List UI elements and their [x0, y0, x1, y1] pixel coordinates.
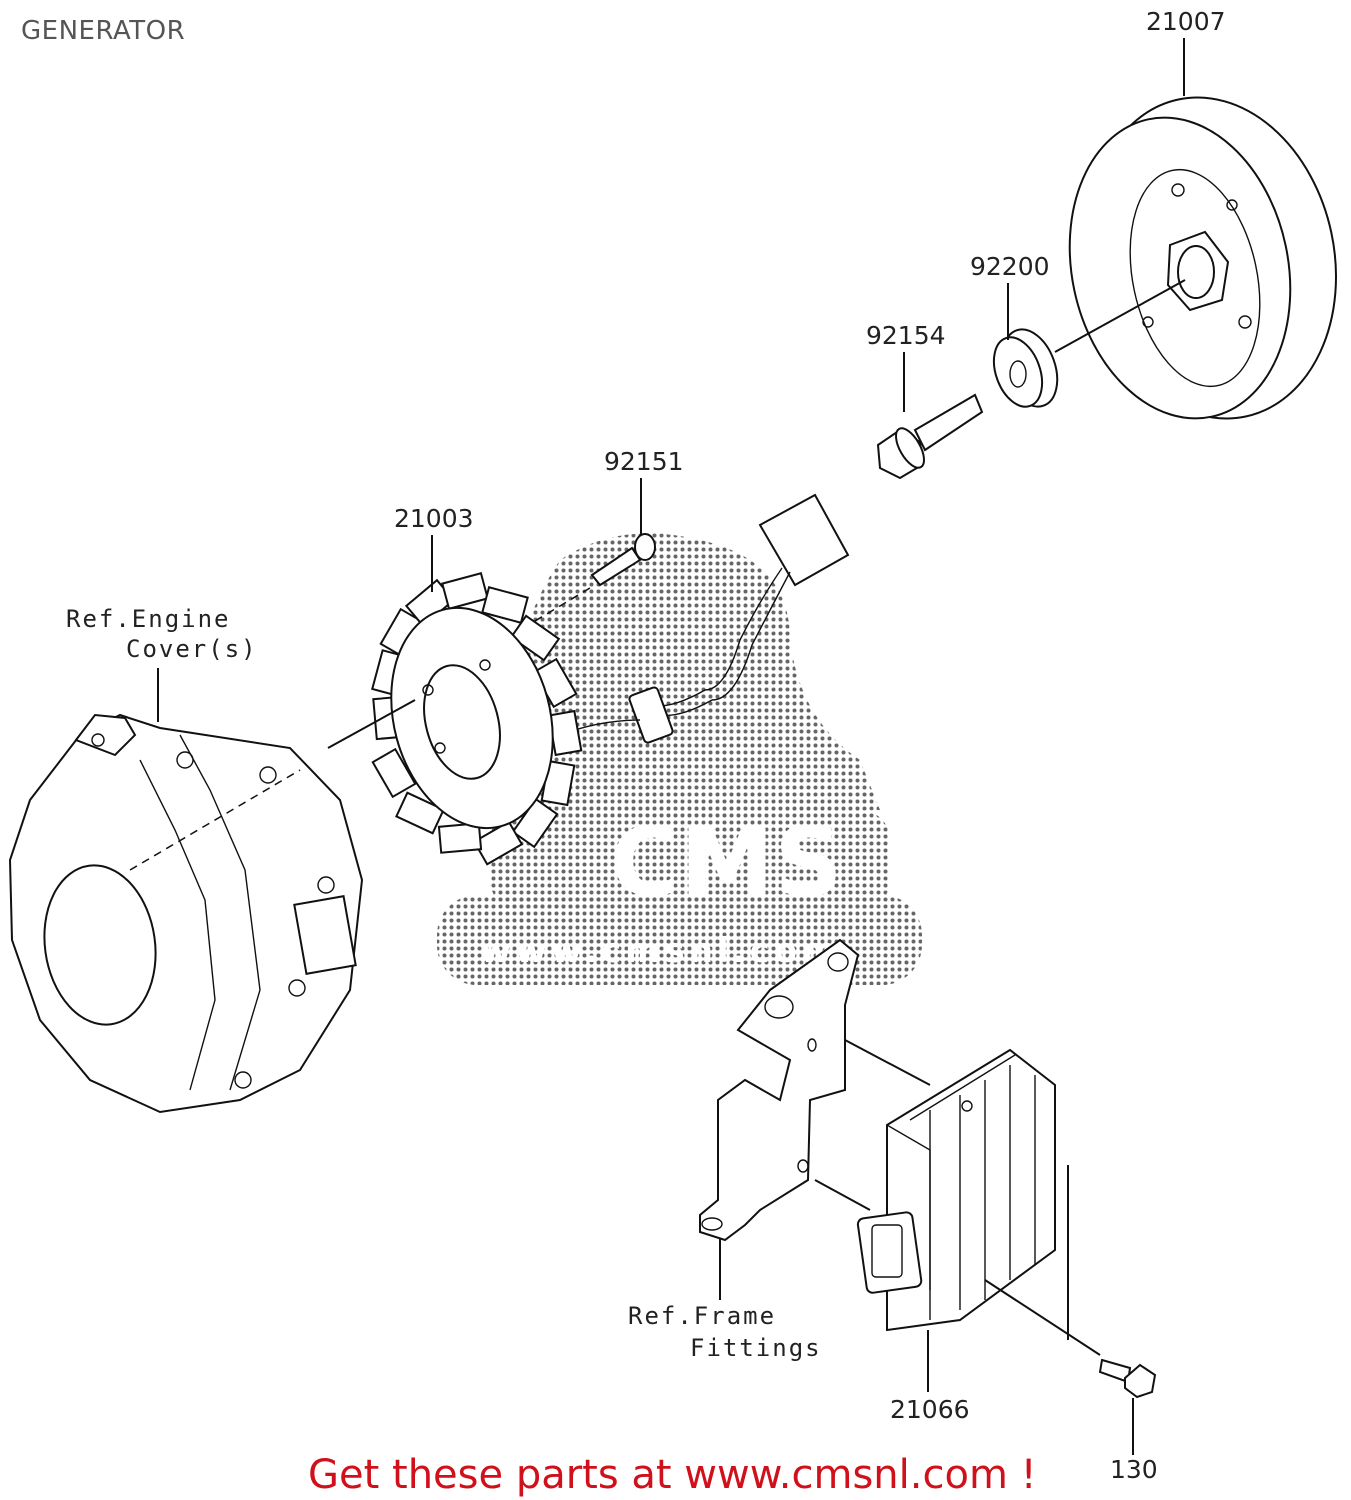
diagram-title: GENERATOR: [21, 16, 186, 46]
frame-bracket-reference: [699, 938, 860, 1242]
bolt-92151[interactable]: [590, 533, 656, 587]
stator-21003[interactable]: [368, 572, 583, 866]
part-number-130[interactable]: 130: [1110, 1455, 1158, 1484]
part-number-21007[interactable]: 21007: [1146, 7, 1226, 36]
footer-promo-link[interactable]: Get these parts at www.cmsnl.com !: [308, 1452, 1037, 1498]
ref-engine-cover-line1: Ref.Engine: [66, 605, 231, 633]
flywheel-21007[interactable]: [1043, 74, 1351, 442]
svg-text:www.cmsnl.com: www.cmsnl.com: [480, 931, 841, 971]
stator-wire-connector[interactable]: [559, 493, 850, 744]
bolt-130[interactable]: [1098, 1358, 1157, 1399]
engine-cover-reference: [8, 713, 364, 1114]
part-number-92200[interactable]: 92200: [970, 252, 1050, 281]
ref-frame-line2: Fittings: [690, 1334, 822, 1362]
ref-engine-cover-line2: Cover(s): [126, 635, 258, 663]
washer-92200[interactable]: [985, 322, 1067, 414]
part-number-92151[interactable]: 92151: [604, 447, 684, 476]
bolt-92154[interactable]: [876, 393, 984, 480]
part-number-21066[interactable]: 21066: [890, 1395, 970, 1424]
regulator-rectifier-21066[interactable]: [856, 1048, 1056, 1332]
part-number-21003[interactable]: 21003: [394, 504, 474, 533]
part-number-92154[interactable]: 92154: [866, 321, 946, 350]
ref-frame-line1: Ref.Frame: [628, 1302, 776, 1330]
svg-text:CMS: CMS: [610, 808, 843, 918]
cms-watermark: CMS www.cmsnl.com: [437, 533, 922, 985]
